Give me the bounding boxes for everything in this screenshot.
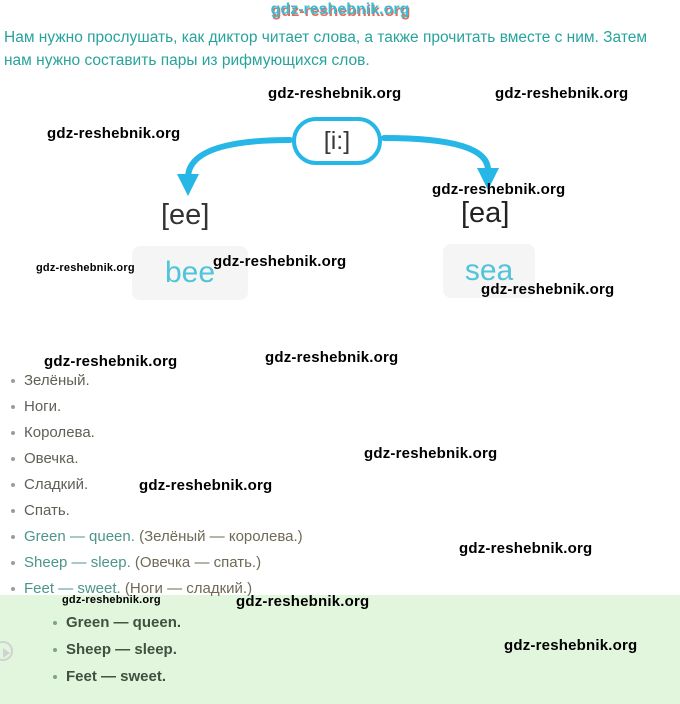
watermark-top: gdz-reshebnik.org [270, 1, 410, 18]
watermark: gdz-reshebnik.org [268, 85, 402, 102]
play-icon[interactable] [0, 641, 13, 661]
arrow-right-head [477, 168, 499, 190]
watermark: gdz-reshebnik.org [62, 594, 161, 606]
word-card-bee: bee [132, 246, 248, 300]
task-description: Нам нужно прослушать, как диктор читает … [4, 29, 648, 69]
watermark: gdz-reshebnik.org [139, 477, 273, 494]
answer-item: Feet — sweet. [52, 663, 181, 690]
watermark: gdz-reshebnik.org [36, 262, 135, 274]
watermark: gdz-reshebnik.org [481, 281, 615, 298]
list-item: Королева. [10, 420, 303, 446]
watermark: gdz-reshebnik.org [44, 353, 178, 370]
pair-item: Sheep — sleep. (Овечка — спать.) [10, 550, 303, 576]
diagram-arrows [177, 135, 499, 196]
left-spelling-label: [ee] [161, 199, 210, 231]
watermark: gdz-reshebnik.org [213, 253, 347, 270]
list-item: Ноги. [10, 394, 303, 420]
watermark: gdz-reshebnik.org [504, 637, 638, 654]
watermark: gdz-reshebnik.org [364, 445, 498, 462]
answer-item: Green — queen. [52, 609, 181, 636]
watermark: gdz-reshebnik.org [265, 349, 399, 366]
answer-list: Green — queen. Sheep — sleep. Feet — swe… [52, 609, 181, 690]
arrow-left [185, 137, 293, 181]
word-card-sea: sea [443, 244, 535, 298]
answer-panel [0, 595, 680, 704]
pair-item: Feet — sweet. (Ноги — сладкий.) [10, 576, 303, 602]
word-sea: sea [464, 254, 514, 287]
watermark: gdz-reshebnik.org [495, 85, 629, 102]
watermark: gdz-reshebnik.org [236, 593, 370, 610]
arrow-right [381, 135, 491, 173]
list-item: Спать. [10, 498, 303, 524]
list-item: Зелёный. [10, 368, 303, 394]
watermark: gdz-reshebnik.org [47, 125, 181, 142]
sound-label: [i:] [323, 126, 351, 155]
answer-item: Sheep — sleep. [52, 636, 181, 663]
watermark: gdz-reshebnik.org [459, 540, 593, 557]
translation-list: Зелёный. Ноги. Королева. Овечка. Сладкий… [10, 368, 303, 602]
watermark: gdz-reshebnik.org [432, 181, 566, 198]
arrow-left-head [177, 174, 199, 196]
word-bee: bee [164, 256, 216, 289]
list-item: Овечка. [10, 446, 303, 472]
right-spelling-label: [ea] [461, 197, 510, 229]
pair-item: Green — queen. (Зелёный — королева.) [10, 524, 303, 550]
list-item: Сладкий. [10, 472, 303, 498]
sound-box: [i:] [292, 117, 382, 165]
